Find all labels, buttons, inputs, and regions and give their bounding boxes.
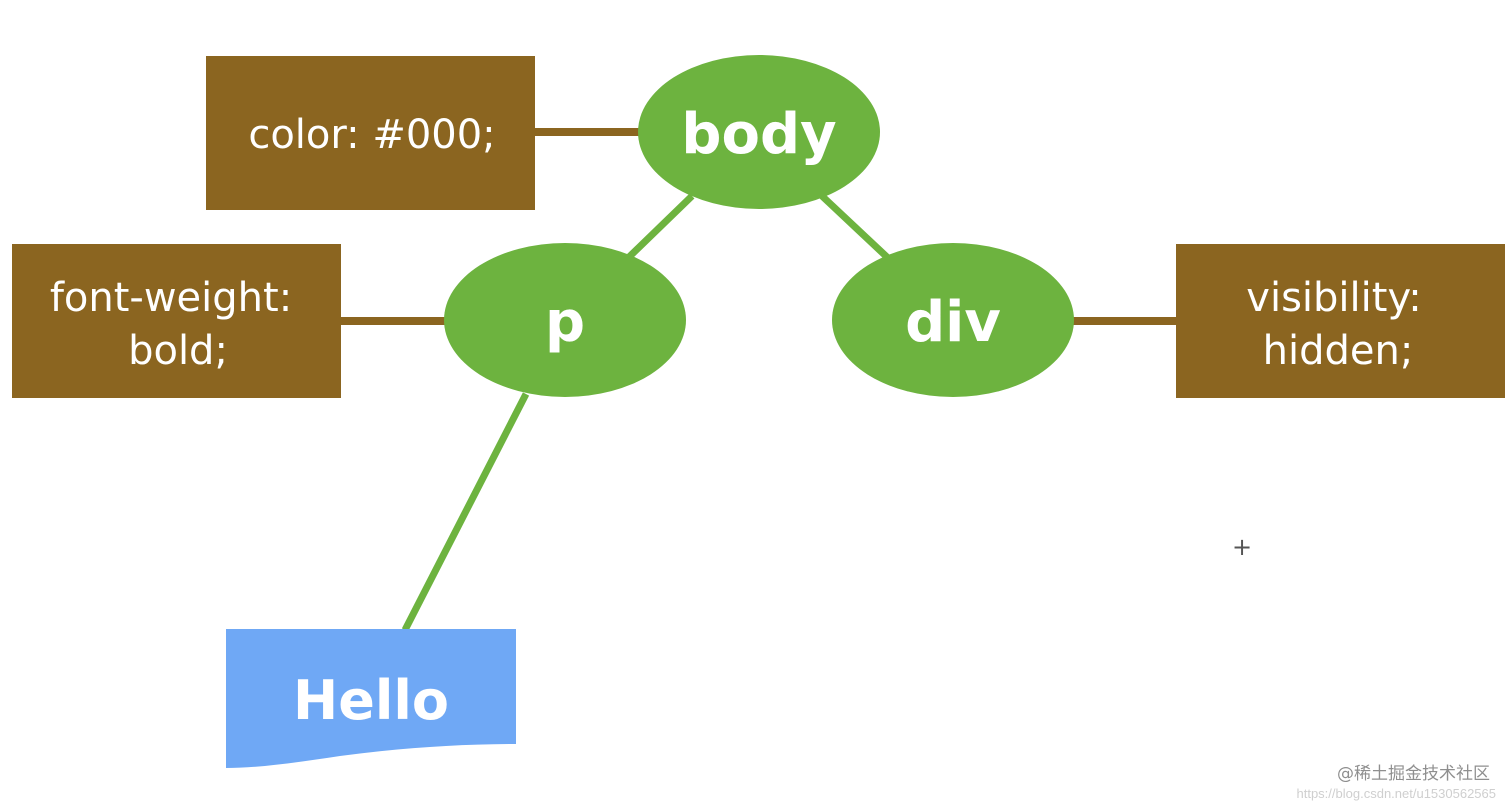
- div-style-line-1: visibility:: [1246, 275, 1421, 321]
- p-style-line-1: font-weight:: [50, 275, 292, 321]
- p-style-box: [12, 244, 341, 398]
- body-div-edge: [819, 193, 891, 261]
- body-style-box: [206, 56, 535, 210]
- body-node-label: body: [681, 102, 836, 167]
- div-node: [832, 243, 1074, 397]
- div-node-label: div: [905, 290, 1001, 355]
- watermark-url: https://blog.csdn.net/u1530562565: [1296, 786, 1497, 801]
- p-hello-edge: [401, 392, 530, 632]
- watermark: @稀土掘金技术社区: [1337, 764, 1490, 784]
- div-style-box: [1176, 244, 1505, 398]
- p-style-line-2: bold;: [128, 328, 228, 374]
- body-style-line-1: color: #000;: [248, 112, 495, 158]
- crosshair-cursor: +: [1232, 533, 1252, 561]
- body-node: [638, 55, 880, 209]
- p-node-label: p: [545, 290, 585, 355]
- hello-text-node: [226, 629, 516, 768]
- p-node: [444, 243, 686, 397]
- body-p-edge: [625, 193, 695, 261]
- div-style-line-2: hidden;: [1263, 328, 1414, 374]
- hello-text-node-label: Hello: [293, 669, 449, 732]
